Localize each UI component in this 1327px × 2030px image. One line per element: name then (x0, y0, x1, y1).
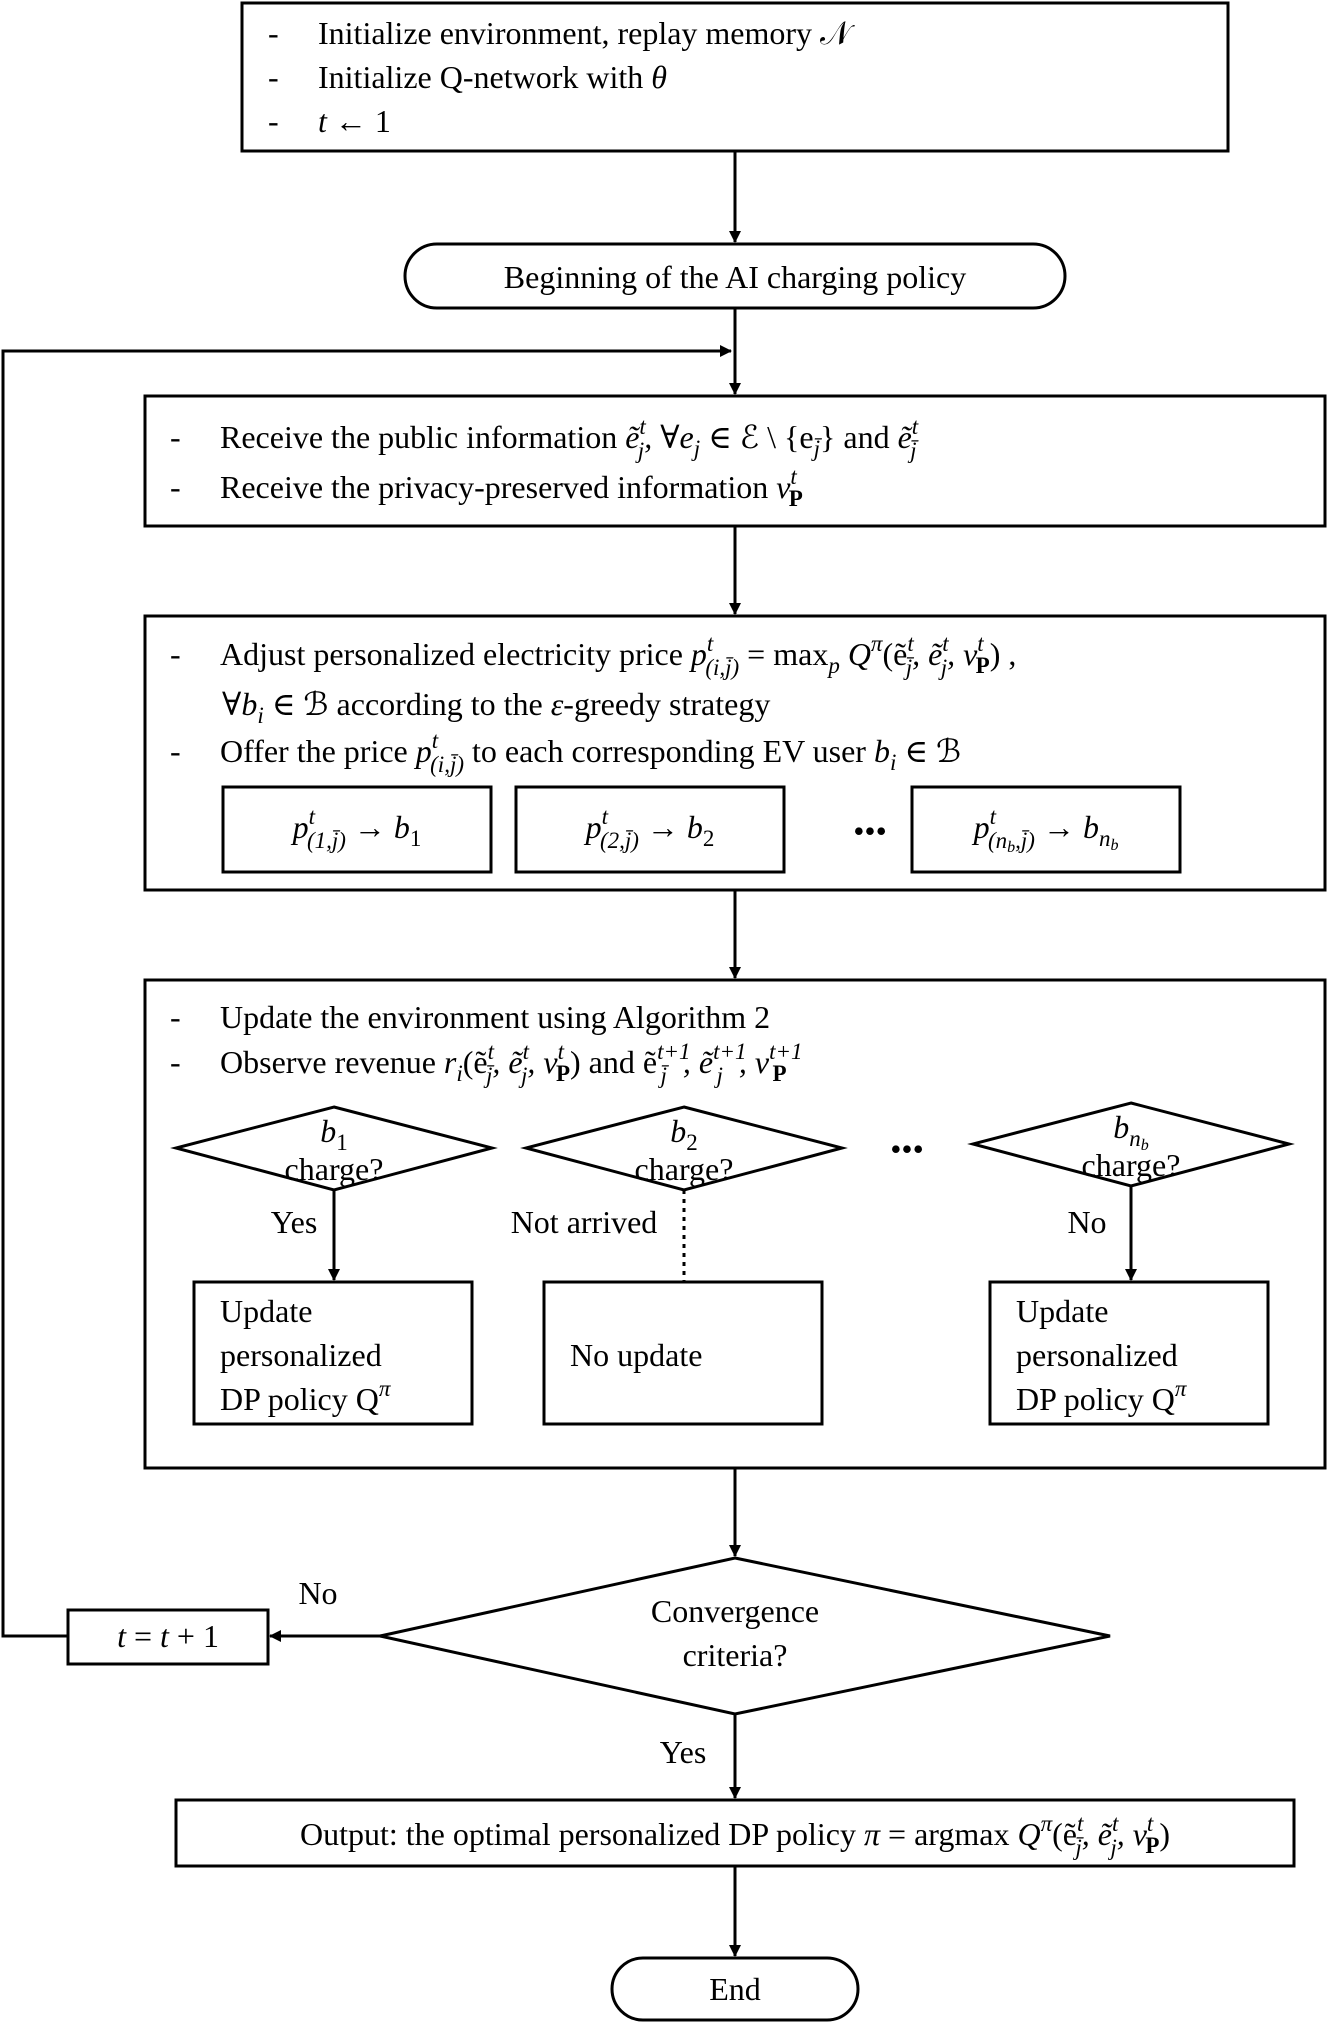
init-bullet-3: - (268, 103, 279, 139)
edge-yes-label: Yes (271, 1204, 318, 1240)
output-box (174, 1798, 1296, 1868)
decision-bn-var: bnb (1113, 1109, 1149, 1154)
offer-label-1: pt(1,j̄) → b1 (291, 804, 422, 853)
decision-b1-var: b1 (320, 1113, 348, 1155)
result-box-3 (988, 1280, 1270, 1426)
receive-bullet-2: - (170, 469, 181, 505)
price-line-3: Offer the price pt(i,j̄) to each corresp… (220, 728, 961, 777)
init-bullet-1: - (268, 15, 279, 51)
decision-b2-label: charge? (635, 1151, 734, 1187)
result-3-line-3: DP policy Qπ (1016, 1376, 1188, 1417)
offer-ellipsis: ••• (853, 813, 887, 849)
price-line-1: Adjust personalized electricity price pt… (220, 631, 1016, 680)
price-line-2: ∀bi ∈ ℬ according to the ε-greedy strate… (222, 686, 770, 728)
end-terminal (610, 1956, 860, 2022)
convergence-line-2: criteria? (683, 1637, 788, 1673)
init-bullet-2: - (268, 59, 279, 95)
increment-label: t = t + 1 (117, 1618, 219, 1654)
receive-box (143, 394, 1327, 528)
update-bullet-2: - (170, 1044, 181, 1080)
result-box-1 (192, 1280, 474, 1426)
convergence-no-label: No (298, 1575, 337, 1611)
offer-box-2 (514, 785, 786, 874)
end-label: End (709, 1971, 761, 2007)
update-line-1: Update the environment using Algorithm 2 (220, 999, 770, 1035)
offer-box-n (910, 785, 1182, 874)
init-box (240, 1, 1230, 153)
convergence-line-1: Convergence (651, 1593, 819, 1629)
init-line-3: t ← 1 (318, 103, 391, 139)
result-3-line-1: Update (1016, 1293, 1108, 1329)
init-line-2: Initialize Q-network with θ (318, 59, 667, 95)
init-line-1: Initialize environment, replay memory 𝒩 (318, 15, 855, 51)
offer-box-1 (221, 785, 493, 874)
edge-no-label: No (1067, 1204, 1106, 1240)
convergence-yes-label: Yes (660, 1734, 707, 1770)
loop-back-line (1, 345, 732, 1638)
result-box-2 (542, 1280, 824, 1426)
decision-b2-var: b2 (670, 1113, 698, 1155)
edge-not-arrived-label: Not arrived (511, 1204, 658, 1240)
receive-line-2: Receive the privacy-preserved informatio… (220, 464, 803, 511)
output-label: Output: the optimal personalized DP poli… (300, 1811, 1170, 1860)
result-2-label: No update (570, 1337, 702, 1373)
result-1-line-3: DP policy Qπ (220, 1376, 392, 1417)
result-1-line-2: personalized (220, 1337, 382, 1373)
decision-bn-label: charge? (1082, 1147, 1181, 1183)
convergence-decision (379, 1556, 1111, 1716)
decision-ellipsis: ••• (890, 1131, 924, 1167)
offer-label-n: pt(nb,j̄) → bnb (972, 804, 1119, 856)
result-1-line-1: Update (220, 1293, 312, 1329)
update-bullet-1: - (170, 999, 181, 1035)
begin-label: Beginning of the AI charging policy (504, 259, 966, 295)
receive-bullet-1: - (170, 419, 181, 455)
result-3-line-2: personalized (1016, 1337, 1178, 1373)
increment-box (66, 1608, 270, 1666)
price-bullet-1: - (170, 636, 181, 672)
decision-b1-label: charge? (285, 1151, 384, 1187)
price-bullet-2: - (170, 733, 181, 769)
offer-label-2: pt(2,j̄) → b2 (584, 804, 715, 853)
